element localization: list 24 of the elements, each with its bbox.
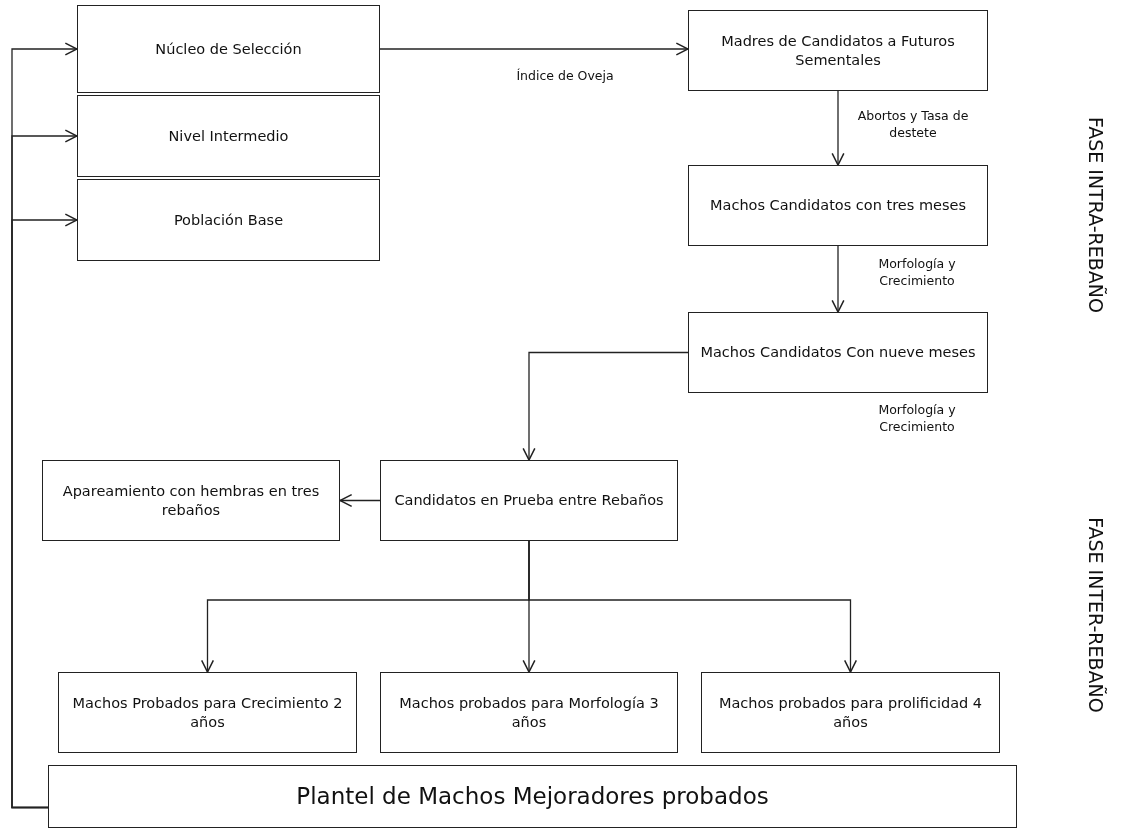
arrow [522,351,689,461]
process-box: Población Base [77,179,380,261]
process-box: Machos Candidatos Con nueve meses [688,312,988,393]
process-box: Nivel Intermedio [77,95,380,177]
process-box: Machos Candidatos con tres meses [688,165,988,246]
process-box: Machos probados para prolificidad 4 años [701,672,1000,753]
arrow [339,493,381,508]
process-box: Madres de Candidatos a Futuros Sementales [688,10,988,91]
edge-label: Índice de Oveja [515,68,615,85]
phase-label: FASE INTER-REBAÑO [1085,516,1105,715]
arrow [379,42,689,56]
arrow [528,540,858,673]
process-box: Núcleo de Selección [77,5,380,93]
process-box: Plantel de Machos Mejoradores probados [48,765,1017,828]
process-box: Machos probados para Morfología 3 años [380,672,678,753]
process-box: Candidatos en Prueba entre Rebaños [380,460,678,541]
edge-label: Abortos y Tasa de destete [856,108,970,142]
phase-label: FASE INTRA-REBAÑO [1085,116,1105,315]
criteria-label: Morfología y Crecimiento [877,402,957,436]
arrow [831,90,845,166]
process-box: Apareamiento con hembras en tres rebaños [42,460,340,541]
process-box: Machos Probados para Crecimiento 2 años [58,672,357,753]
edge-label: Morfología y Crecimiento [877,256,957,290]
arrow [831,245,845,313]
